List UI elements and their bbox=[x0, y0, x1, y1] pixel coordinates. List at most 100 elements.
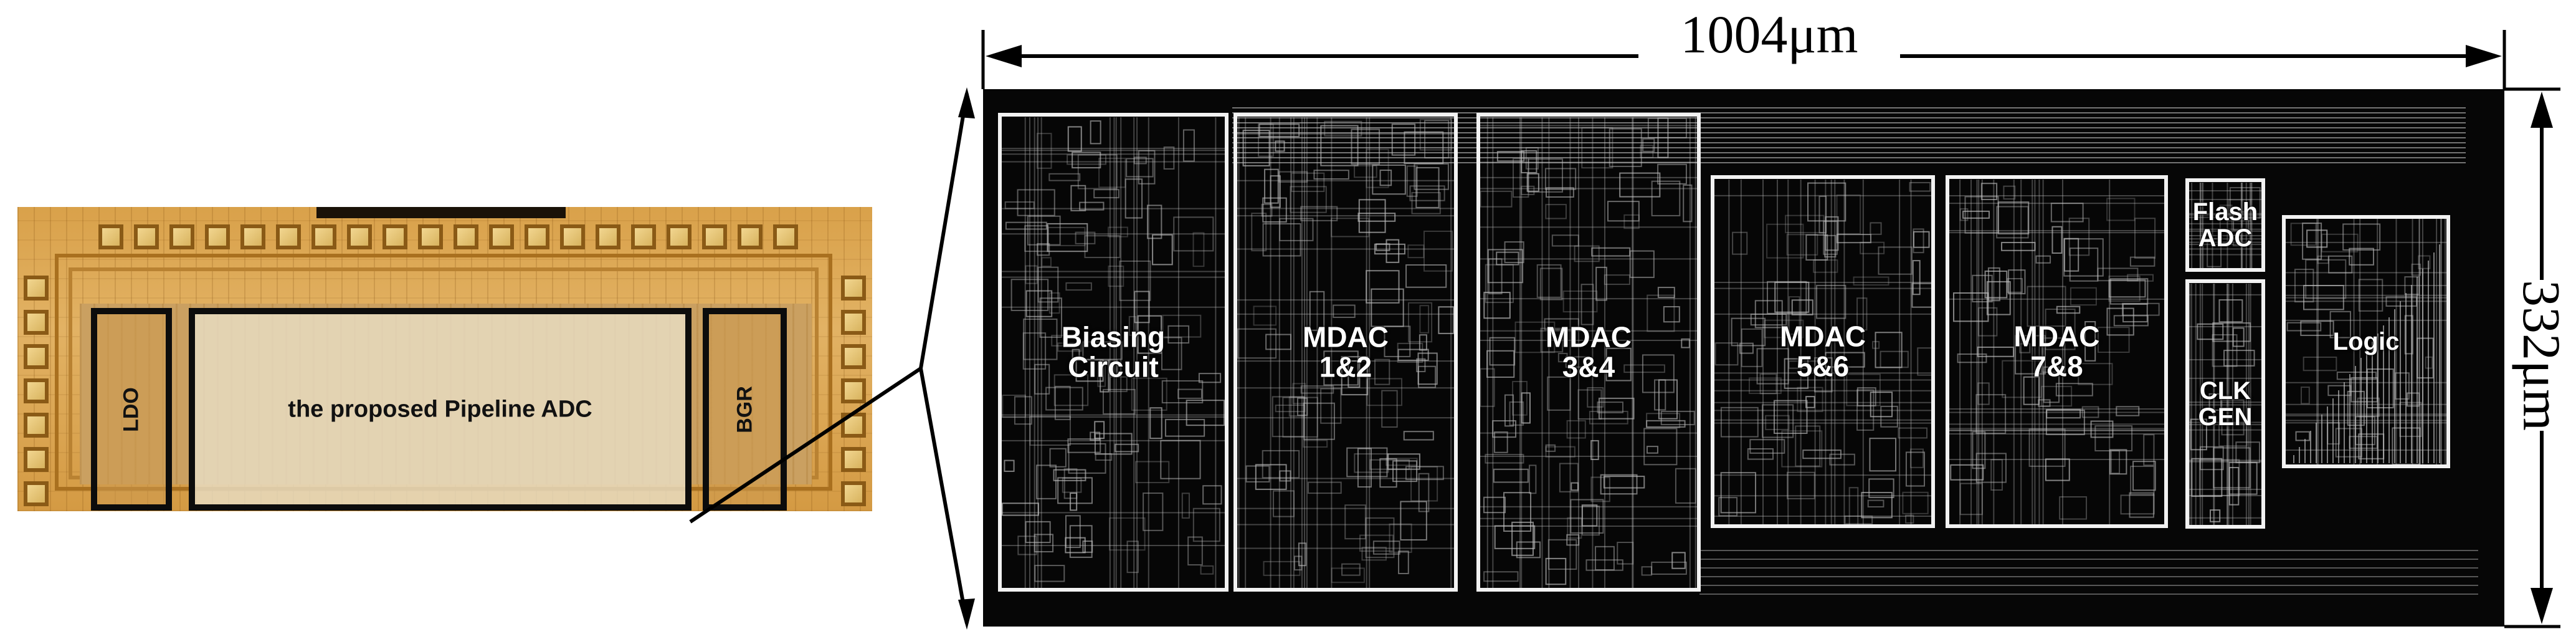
layout-cell bbox=[1671, 552, 1686, 569]
layout-cell bbox=[1297, 397, 1308, 416]
layout-cell bbox=[1406, 165, 1418, 197]
layout-cell bbox=[1067, 438, 1101, 453]
layout-cell bbox=[1405, 466, 1444, 481]
layout-cell bbox=[1126, 541, 1139, 574]
layout-cell bbox=[1566, 534, 1580, 546]
layout-cell bbox=[1346, 447, 1388, 478]
layout-cell bbox=[2046, 408, 2081, 419]
layout-cell bbox=[2219, 204, 2233, 243]
layout-cell bbox=[1528, 464, 1537, 494]
layout-cell bbox=[1070, 492, 1078, 511]
layout-cell bbox=[1504, 394, 1514, 427]
layout-cell bbox=[2208, 393, 2222, 411]
layout-cell bbox=[1351, 128, 1381, 165]
bond-pad bbox=[631, 224, 656, 249]
layout-cell bbox=[1036, 133, 1052, 169]
layout-cell bbox=[1546, 187, 1574, 198]
layout-cell bbox=[1025, 265, 1038, 284]
layout-cell bbox=[1789, 296, 1800, 335]
layout-cell bbox=[1581, 504, 1598, 527]
layout-cell bbox=[1167, 325, 1190, 344]
bond-pad bbox=[24, 413, 49, 438]
layout-cell bbox=[1025, 521, 1051, 544]
layout-cell bbox=[1605, 347, 1632, 382]
layout-cell bbox=[1657, 163, 1687, 185]
layout-cell bbox=[1037, 266, 1059, 303]
layout-cell bbox=[1054, 385, 1071, 420]
layout-cell bbox=[2001, 242, 2036, 251]
layout-cell bbox=[1053, 469, 1086, 481]
layout-cell bbox=[1376, 243, 1390, 251]
layout-cell bbox=[1275, 140, 1285, 152]
layout-cell bbox=[1660, 410, 1695, 426]
layout-cell bbox=[2045, 309, 2076, 350]
layout-cell bbox=[2051, 226, 2063, 254]
layout-cell bbox=[1977, 346, 2015, 357]
layout-cell bbox=[1565, 356, 1590, 368]
layout-cell bbox=[2097, 327, 2130, 353]
layout-cell bbox=[1034, 534, 1054, 553]
layout-cell bbox=[1977, 307, 1998, 337]
layout-cell bbox=[1972, 274, 1993, 302]
layout-cell bbox=[2130, 466, 2155, 496]
layout-cell bbox=[1090, 120, 1101, 145]
layout-cell bbox=[2210, 509, 2221, 522]
layout-cell bbox=[2207, 238, 2222, 267]
layout-cell bbox=[2055, 383, 2093, 396]
layout-cell bbox=[1366, 270, 1400, 304]
layout-cell bbox=[1303, 440, 1328, 448]
layout-cell bbox=[1623, 364, 1665, 373]
layout-cell bbox=[1603, 476, 1645, 489]
layout-cell bbox=[1163, 147, 1175, 170]
layout-cell bbox=[1766, 223, 1804, 259]
layout-cell bbox=[1658, 379, 1678, 420]
layout-cell bbox=[1400, 501, 1427, 541]
layout-cell bbox=[1714, 342, 1739, 366]
layout-cell bbox=[1683, 184, 1693, 223]
bond-pad bbox=[205, 224, 230, 249]
layout-cell bbox=[1323, 350, 1359, 386]
layout-cell bbox=[1647, 294, 1675, 332]
layout-cell bbox=[1525, 147, 1539, 170]
layout-cell bbox=[1909, 181, 1931, 192]
layout-cell bbox=[1756, 348, 1789, 385]
layout-cell bbox=[2084, 321, 2096, 362]
layout-view: Biasing Circuit MDAC 1&2 MDAC 3&4 MDAC 5… bbox=[983, 89, 2504, 627]
layout-cell bbox=[1816, 284, 1846, 319]
layout-cell bbox=[2045, 458, 2070, 481]
layout-cell bbox=[2134, 218, 2156, 259]
layout-cell bbox=[1641, 566, 1653, 576]
layout-cell bbox=[1133, 156, 1147, 165]
layout-cell bbox=[2121, 302, 2160, 316]
layout-cell bbox=[1741, 328, 1763, 367]
layout-cell bbox=[1797, 387, 1823, 412]
zoom-arrowhead-bottom bbox=[958, 598, 975, 630]
layout-cell bbox=[1138, 150, 1156, 185]
layout-cell bbox=[1496, 151, 1525, 162]
layout-cell bbox=[1160, 440, 1201, 479]
layout-cell bbox=[1536, 264, 1562, 298]
layout-cell bbox=[1836, 194, 1861, 234]
bond-pad bbox=[383, 224, 407, 249]
bond-pad bbox=[667, 224, 692, 249]
layout-cell bbox=[1813, 259, 1838, 273]
bond-pad bbox=[841, 481, 866, 506]
bond-pad bbox=[311, 224, 336, 249]
layout-cell bbox=[1418, 473, 1430, 512]
layout-cell bbox=[1331, 218, 1370, 238]
layout-cell bbox=[1152, 234, 1173, 266]
mdac-3-4-label: MDAC 3&4 bbox=[1546, 320, 1632, 383]
layout-cell bbox=[1574, 245, 1600, 262]
layout-cell bbox=[1483, 496, 1506, 514]
layout-cell bbox=[1795, 425, 1821, 467]
layout-cell bbox=[1359, 534, 1394, 552]
layout-cell bbox=[1173, 216, 1214, 252]
layout-cell bbox=[1547, 376, 1571, 411]
layout-cell bbox=[1595, 266, 1607, 301]
layout-cell bbox=[1410, 466, 1438, 502]
layout-cell bbox=[1487, 249, 1524, 284]
layout-cell bbox=[1039, 297, 1063, 338]
layout-cell bbox=[1034, 565, 1065, 582]
layout-cell bbox=[2008, 269, 2026, 295]
layout-cell bbox=[2028, 428, 2066, 467]
